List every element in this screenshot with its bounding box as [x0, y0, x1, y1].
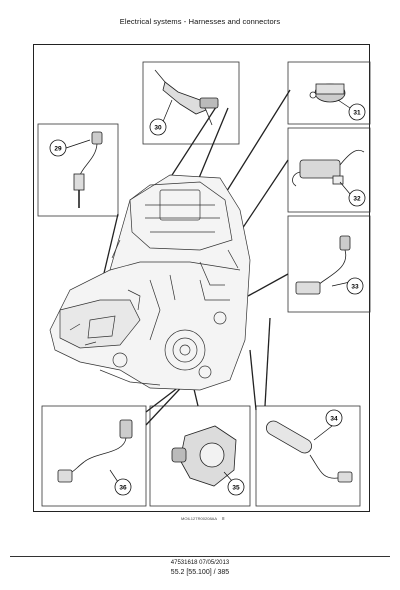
callout-33: 33	[331, 277, 364, 295]
callout-31: 31	[337, 99, 366, 121]
figure-frame	[33, 44, 370, 512]
inset-box-34	[255, 405, 361, 507]
callout-label-33: 33	[351, 284, 359, 291]
callout-label-36: 36	[119, 485, 127, 492]
callout-label-29: 29	[54, 146, 62, 153]
callout-36: 36	[109, 469, 132, 496]
figure-reference: MOIL12TR00208AA 8	[181, 516, 225, 521]
callout-34: 34	[313, 409, 343, 441]
inset-box-29	[37, 123, 119, 217]
part-29-sensor	[73, 131, 103, 208]
callout-35: 35	[223, 471, 245, 496]
footer-page-number: 55.2 [55.100] / 385	[170, 569, 230, 576]
part-30-sensor	[154, 69, 219, 126]
inset-box-30	[142, 61, 240, 145]
inset-box-32	[287, 127, 371, 213]
callout-30: 30	[149, 99, 173, 136]
part-34-solenoid	[266, 420, 353, 483]
part-32-relay	[292, 149, 365, 187]
footer-divider	[10, 556, 390, 557]
callout-32: 32	[339, 181, 366, 207]
callout-label-30: 30	[154, 125, 162, 132]
figure-reference-code: MOIL12TR00208AA	[181, 516, 217, 521]
footer-document-id: 47531618 07/05/2013	[170, 560, 230, 566]
callout-label-32: 32	[353, 196, 361, 203]
callout-label-31: 31	[353, 110, 361, 117]
callout-label-34: 34	[330, 416, 338, 423]
figure-reference-suffix: 8	[222, 516, 225, 521]
callout-label-35: 35	[232, 485, 240, 492]
inset-box-36	[41, 405, 147, 507]
part-33-sensor	[295, 235, 351, 295]
page-header-title: Electrical systems - Harnesses and conne…	[119, 17, 281, 26]
part-36-sensor	[57, 419, 133, 483]
callouts: 29 30 31 32 33 34 35	[49, 99, 366, 496]
callout-29: 29	[49, 139, 91, 157]
machine-drawing	[49, 174, 251, 391]
inset-box-33	[287, 215, 371, 313]
part-35-valve	[171, 425, 237, 487]
part-31-switch	[309, 83, 346, 103]
inset-box-35	[149, 405, 251, 507]
